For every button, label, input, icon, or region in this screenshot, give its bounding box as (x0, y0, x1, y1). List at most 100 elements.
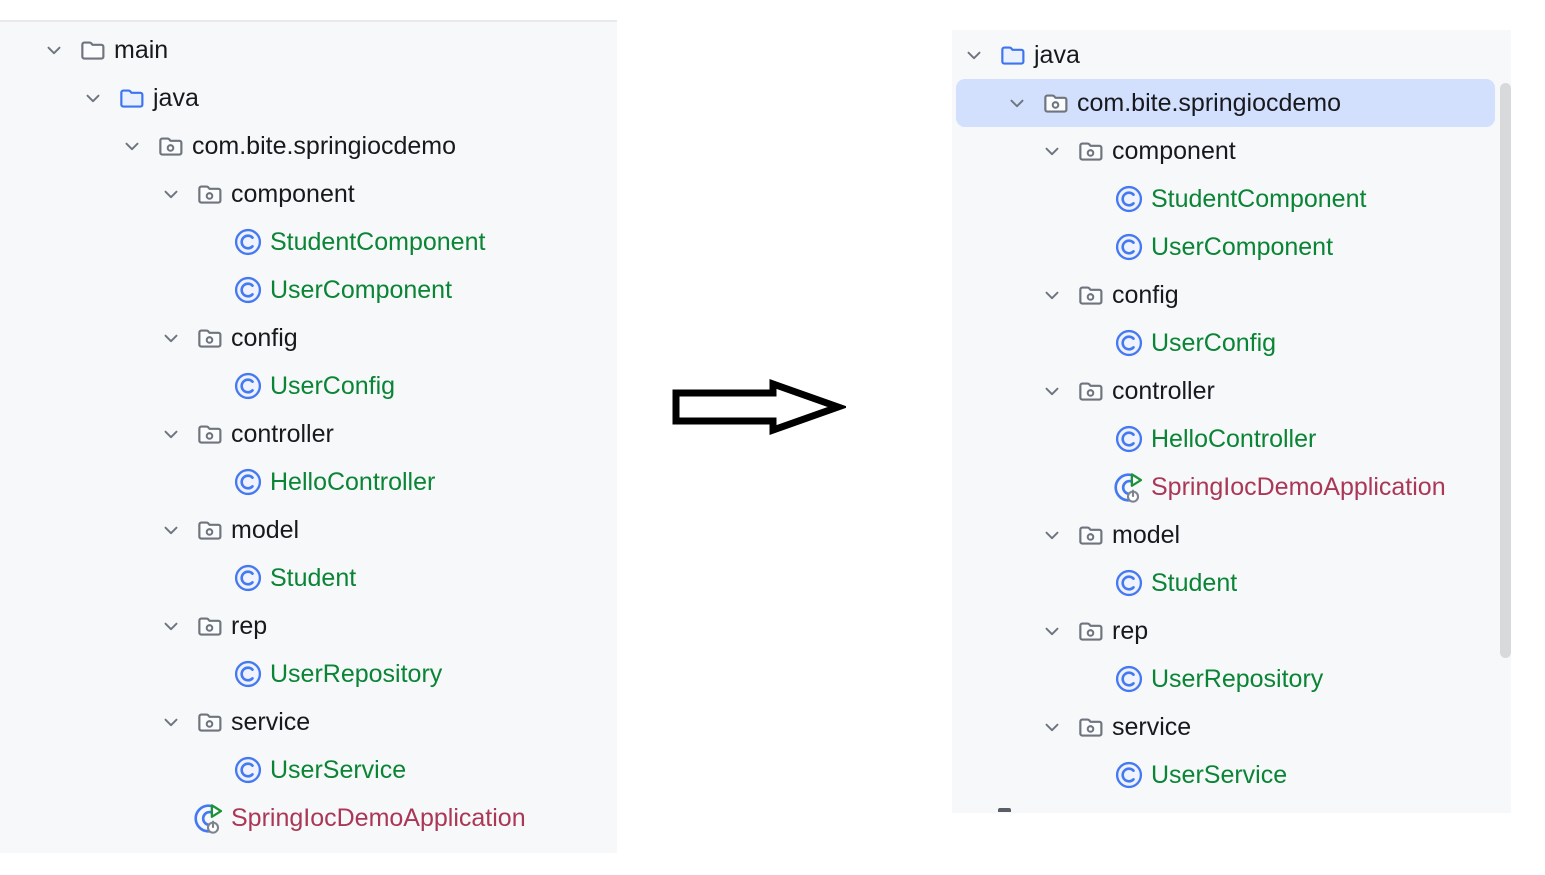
tree-item-userservice[interactable]: UserService (952, 751, 1511, 799)
tree-item-userrepository[interactable]: UserRepository (0, 650, 617, 698)
tree-item-main[interactable]: main (0, 26, 617, 74)
tree-item-rep[interactable]: rep (952, 607, 1511, 655)
chevron-down-icon[interactable] (1040, 523, 1064, 547)
class-icon (232, 273, 264, 307)
package-icon (154, 129, 186, 163)
tree-item-springiocdemoapplication[interactable]: SpringIocDemoApplication (952, 463, 1511, 511)
chevron-down-icon[interactable] (159, 182, 183, 206)
tree-item-label: HelloController (270, 468, 436, 496)
sources-folder-icon (115, 81, 147, 115)
chevron-down-icon[interactable] (1005, 91, 1029, 115)
tree-item-label: com.bite.springiocdemo (1077, 89, 1342, 117)
tree-item-label: UserService (1151, 761, 1288, 789)
chevron-down-icon[interactable] (1040, 139, 1064, 163)
class-icon (1113, 230, 1145, 264)
chevron-spacer (198, 278, 222, 302)
tree-item-config[interactable]: config (0, 314, 617, 362)
tree-item-userconfig[interactable]: UserConfig (0, 362, 617, 410)
chevron-spacer (198, 758, 222, 782)
package-icon (193, 321, 225, 355)
class-icon (1113, 182, 1145, 216)
chevron-down-icon[interactable] (159, 518, 183, 542)
package-icon (193, 177, 225, 211)
tree-item-usercomponent[interactable]: UserComponent (0, 266, 617, 314)
tree-item-label: config (231, 324, 298, 352)
class-icon (232, 225, 264, 259)
tree-item-student[interactable]: Student (0, 554, 617, 602)
package-icon (1074, 374, 1106, 408)
tree-item-java[interactable]: java (0, 74, 617, 122)
chevron-down-icon[interactable] (159, 422, 183, 446)
tree-item-usercomponent[interactable]: UserComponent (952, 223, 1511, 271)
tree-item-label: rep (1112, 617, 1149, 645)
tree-item-com-bite-springiocdemo[interactable]: com.bite.springiocdemo (0, 122, 617, 170)
tree-item-com-bite-springiocdemo[interactable]: com.bite.springiocdemo (956, 79, 1495, 127)
tree-item-label: UserConfig (270, 372, 396, 400)
tree-item-hellocontroller[interactable]: HelloController (0, 458, 617, 506)
tree-item-userservice[interactable]: UserService (0, 746, 617, 794)
tree-item-controller[interactable]: controller (0, 410, 617, 458)
tree-item-label: model (1112, 521, 1181, 549)
sources-folder-icon (996, 38, 1028, 72)
chevron-down-icon[interactable] (42, 38, 66, 62)
package-icon (1074, 278, 1106, 312)
tree-item-springiocdemoapplication[interactable]: SpringIocDemoApplication (0, 794, 617, 842)
chevron-down-icon[interactable] (1040, 283, 1064, 307)
chevron-down-icon[interactable] (1040, 619, 1064, 643)
tree-item-label: component (231, 180, 355, 208)
tree-item-service[interactable]: service (952, 703, 1511, 751)
tree-item-label: component (1112, 137, 1236, 165)
vertical-scrollbar[interactable] (1500, 83, 1511, 658)
class-icon (1113, 758, 1145, 792)
chevron-spacer (198, 230, 222, 254)
tree-item-controller[interactable]: controller (952, 367, 1511, 415)
tree-item-label: model (231, 516, 300, 544)
tree-item-userrepository[interactable]: UserRepository (952, 655, 1511, 703)
tree-item-model[interactable]: model (0, 506, 617, 554)
chevron-spacer (1079, 235, 1103, 259)
tree-item-label: SpringIocDemoApplication (1151, 473, 1446, 501)
folder-icon (76, 33, 108, 67)
tree-item-java[interactable]: java (952, 31, 1511, 79)
tree-item-model[interactable]: model (952, 511, 1511, 559)
transform-arrow-icon (672, 379, 846, 435)
tree-item-rep[interactable]: rep (0, 602, 617, 650)
tree-item-studentcomponent[interactable]: StudentComponent (952, 175, 1511, 223)
chevron-spacer (198, 566, 222, 590)
chevron-spacer (1079, 571, 1103, 595)
tree-item-service[interactable]: service (0, 698, 617, 746)
chevron-down-icon[interactable] (120, 134, 144, 158)
class-icon (1113, 422, 1145, 456)
class-icon (1113, 326, 1145, 360)
tree-item-component[interactable]: component (952, 127, 1511, 175)
chevron-down-icon[interactable] (159, 614, 183, 638)
tree-item-label: StudentComponent (1151, 185, 1367, 213)
tree-item-hellocontroller[interactable]: HelloController (952, 415, 1511, 463)
tree-item-student[interactable]: Student (952, 559, 1511, 607)
class-icon (232, 465, 264, 499)
tree-item-config[interactable]: config (952, 271, 1511, 319)
chevron-down-icon[interactable] (1040, 715, 1064, 739)
tree-item-label: UserConfig (1151, 329, 1277, 357)
chevron-down-icon[interactable] (159, 710, 183, 734)
chevron-spacer (1079, 331, 1103, 355)
package-icon (1039, 86, 1071, 120)
class-icon (1113, 662, 1145, 696)
tree-item-userconfig[interactable]: UserConfig (952, 319, 1511, 367)
tree-item-label: UserRepository (270, 660, 443, 688)
chevron-down-icon[interactable] (159, 326, 183, 350)
chevron-down-icon[interactable] (1040, 379, 1064, 403)
chevron-down-icon[interactable] (962, 43, 986, 67)
tree-item-studentcomponent[interactable]: StudentComponent (0, 218, 617, 266)
class-icon (232, 657, 264, 691)
tree-item-label: Student (270, 564, 357, 592)
spring-boot-application-icon (193, 801, 225, 835)
class-icon (232, 369, 264, 403)
class-icon (1113, 566, 1145, 600)
tree-item-component[interactable]: component (0, 170, 617, 218)
package-icon (1074, 518, 1106, 552)
chevron-down-icon[interactable] (81, 86, 105, 110)
